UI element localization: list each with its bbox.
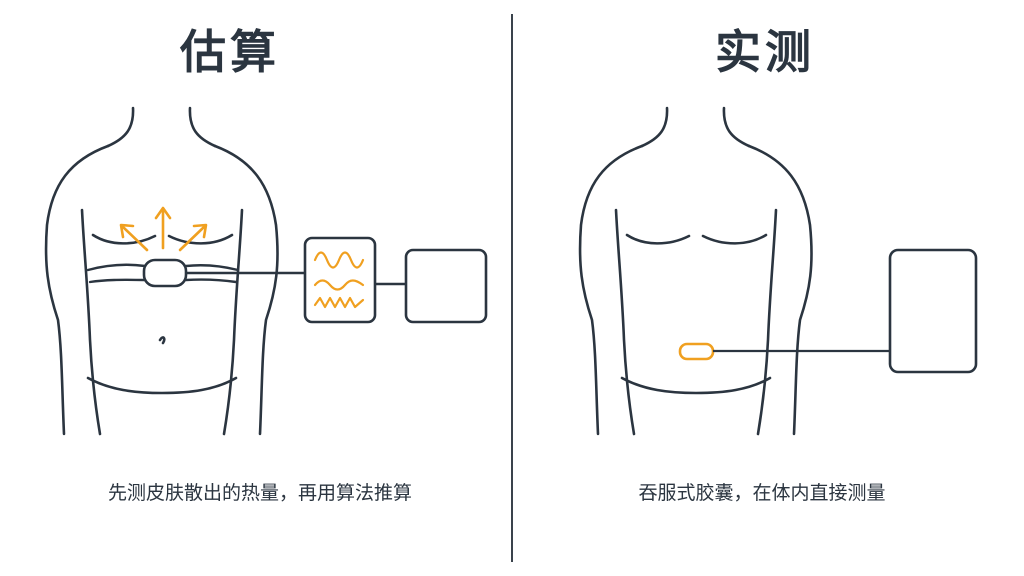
left-torso-armpit-right bbox=[222, 208, 244, 436]
right-output-box bbox=[888, 248, 978, 374]
estimate-title: 估算 bbox=[180, 25, 280, 79]
right-torso-pec-right bbox=[701, 233, 768, 245]
estimate-caption: 先测皮肤散出的热量，再用算法推算 bbox=[107, 482, 412, 504]
heat-arrow-right-icon bbox=[178, 223, 208, 252]
left-torso-neck-left bbox=[106, 106, 135, 148]
capsule-sensor bbox=[678, 342, 715, 361]
left-torso-armpit-left bbox=[80, 208, 102, 436]
wave-zigzag-icon bbox=[313, 296, 365, 309]
left-torso-neck-right bbox=[188, 106, 217, 148]
chest-sensor bbox=[142, 258, 188, 288]
right-torso-armpit-left bbox=[614, 208, 636, 436]
measure-caption: 吞服式胶囊，在体内直接测量 bbox=[638, 482, 886, 504]
heat-arrow-up-icon bbox=[154, 206, 172, 250]
left-torso-left-shoulder-arm bbox=[44, 144, 110, 436]
algorithm-box bbox=[303, 236, 377, 324]
right-torso-left-shoulder-arm bbox=[578, 144, 644, 436]
right-torso-armpit-right bbox=[756, 208, 778, 436]
left-output-box bbox=[404, 248, 488, 324]
measure-title: 实测 bbox=[715, 25, 815, 79]
heat-arrows bbox=[119, 206, 208, 252]
wave-gentle-icon bbox=[313, 279, 365, 291]
heat-arrow-left-icon bbox=[119, 223, 149, 252]
chest-strap bbox=[86, 263, 307, 284]
right-torso-pec-left bbox=[625, 233, 691, 245]
left-torso-pec-right bbox=[167, 233, 234, 245]
left-torso-right-shoulder-arm bbox=[213, 144, 279, 436]
right-torso bbox=[578, 106, 813, 436]
left-torso-navel bbox=[158, 336, 166, 345]
right-torso-waist bbox=[620, 376, 772, 395]
left-torso-waist bbox=[86, 376, 238, 395]
wave-sine-icon bbox=[313, 251, 365, 269]
right-torso-neck-right bbox=[722, 106, 751, 148]
wave-signals bbox=[313, 251, 365, 309]
panel-divider bbox=[511, 14, 513, 562]
right-torso-neck-left bbox=[640, 106, 669, 148]
left-torso bbox=[44, 106, 279, 436]
left-torso-pec-left bbox=[91, 233, 157, 245]
right-torso-right-shoulder-arm bbox=[747, 144, 813, 436]
